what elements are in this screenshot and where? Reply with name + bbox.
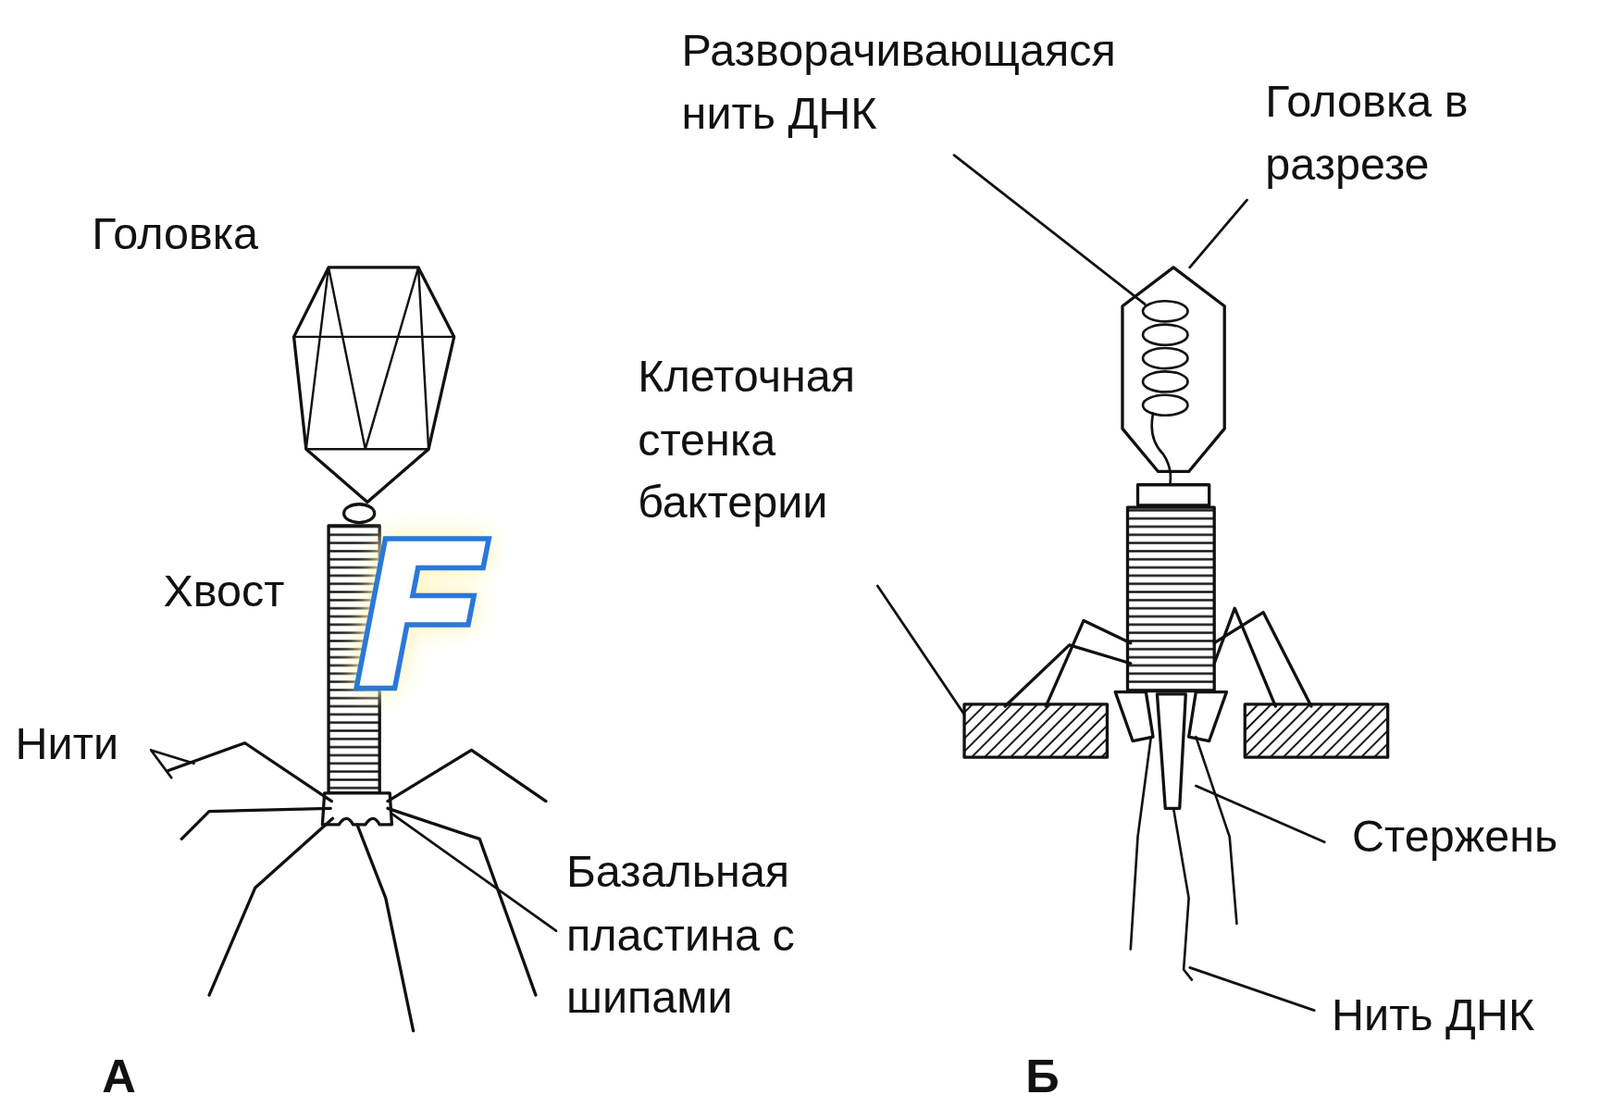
part-label: Стержень — [1351, 804, 1558, 868]
base-plate — [1189, 692, 1228, 742]
neck-collar — [1137, 484, 1209, 506]
drawing-part — [1142, 324, 1189, 346]
leader-line — [393, 814, 557, 931]
leader-line — [150, 749, 194, 778]
leader-line — [1195, 785, 1325, 843]
leader-line — [954, 155, 1145, 305]
part-label: Нити — [15, 712, 119, 776]
dna-coil — [1142, 300, 1189, 488]
drawing-part — [1142, 347, 1189, 369]
drawing-part — [1142, 300, 1189, 322]
watermark: F — [351, 515, 492, 720]
tail-sheath — [1127, 507, 1215, 691]
leader-line — [1190, 967, 1315, 1010]
tail-fiber — [1004, 644, 1131, 707]
panel-letter: А — [101, 1042, 137, 1107]
tail-fiber — [387, 749, 546, 801]
part-label: Хвост — [162, 558, 285, 622]
drawing-part — [150, 155, 1388, 1031]
part-label: Клеточная стенка бактерии — [637, 345, 894, 534]
tail-fiber — [181, 807, 331, 839]
head-capsid — [294, 267, 455, 503]
dna-strand — [1130, 736, 1152, 949]
tail-core — [1156, 694, 1186, 809]
base-plate — [1115, 692, 1154, 742]
tail-fiber — [357, 824, 414, 1031]
tail-fiber — [209, 818, 333, 995]
leader-line — [1190, 199, 1248, 268]
panel-letter: Б — [1025, 1042, 1059, 1107]
capsid-facets — [294, 267, 455, 503]
dna-strand — [1173, 807, 1192, 980]
cell-wall — [1244, 704, 1388, 757]
drawing-part — [1142, 371, 1189, 392]
dna-strand — [1195, 736, 1237, 924]
drawing-part — [1152, 413, 1171, 488]
leader-line — [877, 585, 965, 715]
part-label: Базальная пластина с шипами — [566, 840, 822, 1030]
part-label: Нить ДНК — [1331, 982, 1535, 1046]
part-label: Разворачивающаяся нить ДНК — [682, 18, 1162, 145]
part-label: Головка — [91, 201, 259, 265]
drawing-part — [1142, 395, 1189, 416]
tail-fiber — [168, 743, 332, 802]
part-label: Головка в разрезе — [1265, 69, 1511, 196]
cell-wall — [964, 704, 1107, 757]
